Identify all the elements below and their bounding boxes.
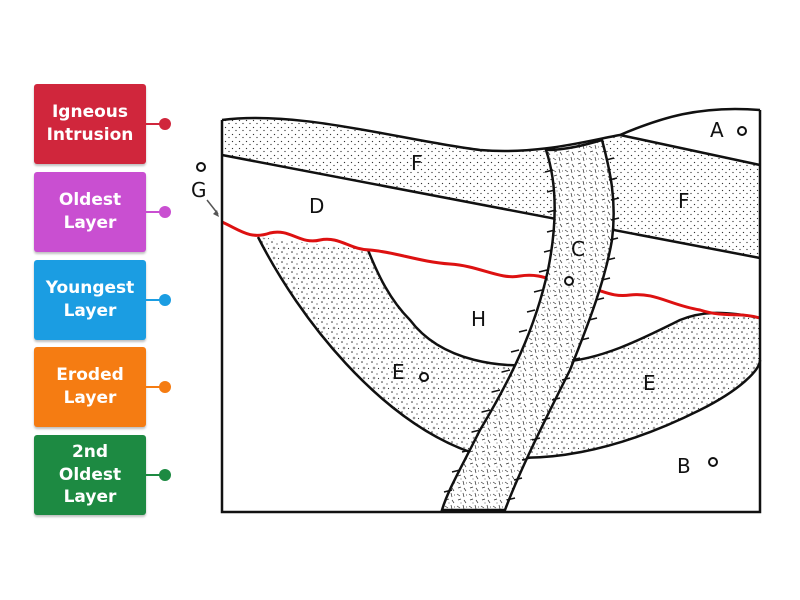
label-2nd-oldest-layer[interactable]: 2nd Oldest Layer — [34, 435, 146, 515]
letter-d: D — [309, 194, 324, 218]
connector-dot-youngest-layer[interactable] — [159, 294, 171, 306]
sample-point-a — [737, 126, 747, 136]
label-youngest-layer[interactable]: Youngest Layer — [34, 260, 146, 340]
connector-eroded-layer — [146, 386, 162, 388]
letter-f-left: F — [411, 151, 423, 175]
contact-f-d — [221, 153, 761, 260]
connector-2nd-oldest-layer — [146, 474, 162, 476]
connector-youngest-layer — [146, 299, 162, 301]
layer-f — [222, 117, 760, 259]
letter-h: H — [471, 307, 486, 331]
contact-ticks-right — [506, 157, 620, 501]
contact-ticks-left — [443, 169, 557, 493]
label-eroded-layer[interactable]: Eroded Layer — [34, 347, 146, 427]
connector-dot-eroded-layer[interactable] — [159, 381, 171, 393]
sample-point-e — [419, 372, 429, 382]
igneous-intrusion-c — [440, 138, 615, 512]
label-igneous-intrusion[interactable]: Igneous Intrusion — [34, 84, 146, 164]
connector-dot-2nd-oldest-layer[interactable] — [159, 469, 171, 481]
letter-c: C — [571, 237, 585, 261]
connector-igneous-intrusion — [146, 123, 162, 125]
label-oldest-layer[interactable]: Oldest Layer — [34, 172, 146, 252]
sample-point-c — [564, 276, 574, 286]
letter-e-right: E — [643, 371, 656, 395]
connector-dot-igneous-intrusion[interactable] — [159, 118, 171, 130]
sample-point-g — [196, 162, 206, 172]
g-arrowhead-icon — [213, 210, 219, 217]
connector-oldest-layer — [146, 211, 162, 213]
connector-dot-oldest-layer[interactable] — [159, 206, 171, 218]
block-outline — [220, 110, 762, 514]
contact-a-f — [619, 133, 761, 167]
letter-b: B — [677, 454, 691, 478]
letter-f-right: F — [678, 189, 690, 213]
top-surface-line — [221, 107, 761, 153]
sample-point-b — [708, 457, 718, 467]
letter-e-left: E — [392, 360, 405, 384]
letter-a: A — [710, 118, 724, 142]
layer-e — [258, 237, 760, 458]
letter-g: G — [191, 178, 207, 202]
unconformity-line — [221, 220, 761, 320]
